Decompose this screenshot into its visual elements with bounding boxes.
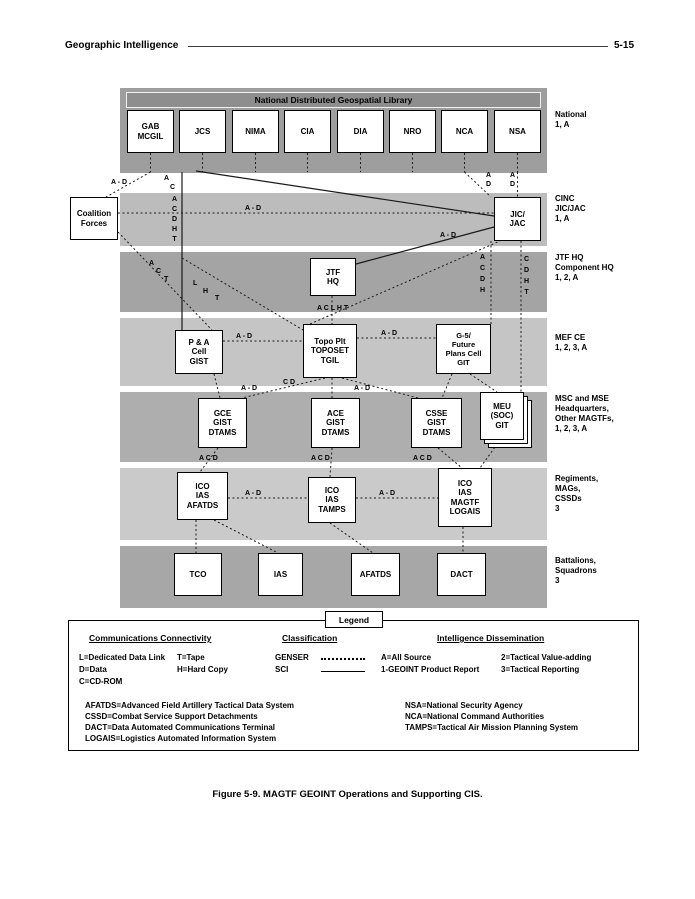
legend-item: T=Tape [177, 653, 205, 662]
acronym-item: LOGAIS=Logistics Automated Information S… [85, 734, 277, 743]
edge-label: A - D [241, 385, 258, 392]
edge-label: A [149, 260, 155, 267]
node-tco: TCO [174, 553, 222, 596]
node-ace-gist-dtams: ACE GIST DTAMS [311, 398, 360, 448]
legend-item: H=Hard Copy [177, 665, 228, 674]
legend-item: A=All Source [381, 653, 432, 662]
acronym-item: AFATDS=Advanced Field Artillery Tactical… [85, 701, 295, 710]
node-gce-gist-dtams: GCE GIST DTAMS [198, 398, 247, 448]
edge-label: A D [510, 172, 516, 188]
edge-label: A [164, 175, 170, 182]
legend-title: Legend [325, 611, 383, 628]
row-label-mef: MEF CE 1, 2, 3, A [555, 333, 588, 352]
band-cinc [120, 193, 547, 246]
edge-label: A C D H T [172, 196, 178, 243]
node-nro: NRO [389, 110, 436, 153]
node-ico-ias-magtf-logais: ICO IAS MAGTF LOGAIS [438, 468, 492, 527]
edge-label: A D [486, 172, 492, 188]
library-title-bar: National Distributed Geospatial Library [126, 92, 541, 108]
acronym-item: TAMPS=Tactical Air Mission Planning Syst… [405, 723, 579, 732]
node-dia: DIA [337, 110, 384, 153]
legend-genser-label: GENSER [275, 653, 309, 662]
edge-label: A - D [379, 490, 396, 497]
legend-item: 3=Tactical Reporting [501, 665, 580, 674]
edge-label: C [156, 268, 162, 275]
edge-label: A - D [245, 205, 262, 212]
legend-connectivity-header: Communications Connectivity [89, 633, 212, 643]
edge-label: A - D [440, 232, 457, 239]
edge-label: A C D [199, 455, 218, 462]
node-nca: NCA [441, 110, 488, 153]
node-ico-ias-afatds: ICO IAS AFATDS [177, 472, 228, 520]
figure-caption: Figure 5-9. MAGTF GEOINT Operations and … [212, 789, 483, 800]
genser-line-sample [321, 658, 365, 660]
edge-label: C D [283, 379, 296, 386]
legend-item: L=Dedicated Data Link [79, 653, 166, 662]
node-nima: NIMA [232, 110, 279, 153]
edge-label: A C D [413, 455, 432, 462]
row-label-regiments: Regiments, MAGs, CSSDs 3 [555, 474, 599, 513]
edge-label: A - D [354, 385, 371, 392]
legend-item: D=Data [79, 665, 107, 674]
edge-label: A C D H [480, 254, 486, 294]
node-csse-gist-dtams: CSSE GIST DTAMS [411, 398, 462, 448]
header-title: Geographic Intelligence [65, 40, 179, 51]
node-ias: IAS [258, 553, 303, 596]
edge-label: H [203, 288, 209, 295]
header-rule [188, 46, 608, 47]
node-jtf-hq: JTF HQ [310, 258, 356, 296]
edge-label: A C D [311, 455, 330, 462]
edge-label: A - D [111, 179, 128, 186]
legend-sci-label: SCI [275, 665, 289, 674]
edge-label: L [193, 280, 198, 287]
row-label-cinc: CINC JIC/JAC 1, A [555, 194, 586, 223]
legend-box: Communications Connectivity Classificati… [68, 620, 639, 751]
node-dact: DACT [437, 553, 486, 596]
acronym-item: DACT=Data Automated Communications Termi… [85, 723, 276, 732]
row-label-battalions: Battalions, Squadrons 3 [555, 556, 597, 585]
edge-label: T [215, 295, 220, 302]
node-nsa: NSA [494, 110, 541, 153]
node-meu-soc-git: MEU (SOC) GIT [480, 392, 524, 440]
edge-label: A C L H T [317, 305, 349, 312]
edge-label: C [170, 184, 176, 191]
node-jic-jac: JIC/ JAC [494, 197, 541, 241]
node-g5-future-plans-git: G-5/ Future Plans Cell GIT [436, 324, 491, 374]
acronym-item: NCA=National Command Authorities [405, 712, 545, 721]
legend-item: 2=Tactical Value-adding [501, 653, 592, 662]
edge-label: A - D [245, 490, 262, 497]
acronym-item: NSA=National Security Agency [405, 701, 523, 710]
node-coalition-forces: Coalition Forces [70, 197, 118, 240]
node-jcs: JCS [179, 110, 226, 153]
node-topo-plt-tgil: Topo Plt TOPOSET TGIL [303, 324, 357, 378]
node-gab-mcgil: GAB MCGIL [127, 110, 174, 153]
page-number: 5-15 [614, 40, 635, 51]
legend-dissemination-header: Intelligence Dissemination [437, 633, 545, 643]
node-ico-ias-tamps: ICO IAS TAMPS [308, 477, 356, 523]
node-pa-cell-gist: P & A Cell GIST [175, 330, 223, 374]
sci-line-sample [321, 671, 365, 672]
row-label-jtf: JTF HQ Component HQ 1, 2, A [555, 253, 614, 282]
node-afatds: AFATDS [351, 553, 400, 596]
acronym-item: CSSD=Combat Service Support Detachments [85, 712, 258, 721]
row-label-national: National 1, A [555, 110, 587, 129]
edge-label: T [164, 276, 169, 283]
legend-item: 1-GEOINT Product Report [381, 665, 480, 674]
edge-label: A - D [236, 333, 253, 340]
legend-item: C=CD-ROM [79, 677, 123, 686]
edge-label: C D H T [524, 256, 530, 296]
legend-classification-header: Classification [282, 633, 338, 643]
node-cia: CIA [284, 110, 331, 153]
row-label-msc: MSC and MSE Headquarters, Other MAGTFs, … [555, 394, 614, 433]
edge-label: A - D [381, 330, 398, 337]
